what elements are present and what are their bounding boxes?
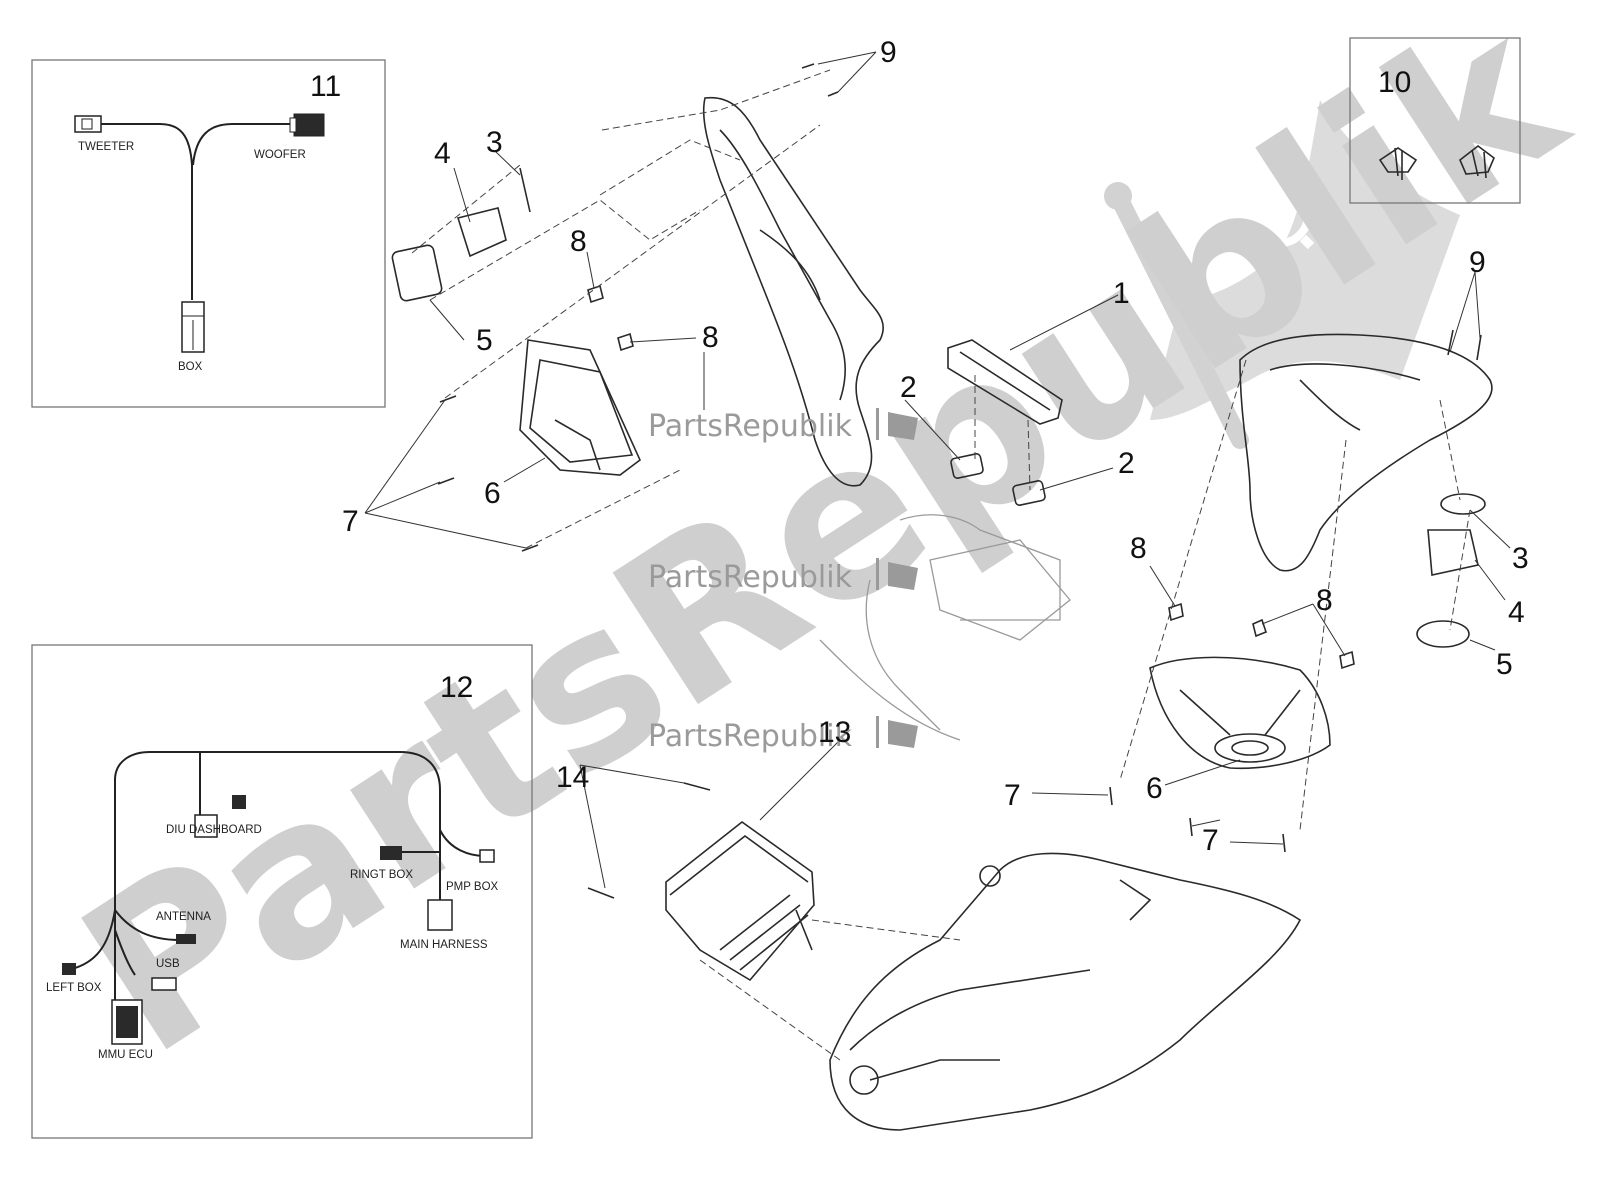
amplifier — [947, 339, 1063, 506]
callout-14: 14 — [556, 761, 589, 794]
label-pmp-box: PMP BOX — [446, 881, 499, 893]
right-fasteners — [1109, 329, 1482, 853]
frame-ghost — [819, 514, 1071, 741]
callout-1: 1 — [1113, 277, 1130, 310]
label-antenna: ANTENNA — [156, 911, 211, 923]
flag-icon — [1150, 100, 1460, 420]
label-mmu-ecu: MMU ECU — [98, 1049, 153, 1061]
label-woofer: WOOFER — [254, 149, 306, 161]
right-speaker — [1149, 656, 1331, 770]
callout-4-right: 4 — [1508, 596, 1525, 629]
callout-8-left-a: 8 — [570, 225, 587, 258]
callout-numbers: 9 4 3 8 5 8 6 7 1 2 2 9 8 3 8 4 5 13 6 7… — [342, 36, 1529, 857]
callout-7-right-a: 7 — [1004, 779, 1021, 812]
leader-lines — [364, 51, 1511, 889]
callout-9-right: 9 — [1469, 246, 1486, 279]
callout-11: 11 — [310, 70, 341, 103]
inset-12: 12 DIU DASHBOARD RINGT BOX PMP BOX ANTEN… — [31, 644, 533, 1139]
callout-13: 13 — [818, 716, 851, 749]
label-diu-dashboard: DIU DASHBOARD — [166, 824, 262, 836]
label-left-box: LEFT BOX — [46, 982, 102, 994]
left-screws — [437, 63, 839, 552]
watermark-big-text: PartsRepublik — [41, 0, 1600, 1103]
callout-4-left: 4 — [434, 137, 451, 170]
callout-7-right-b: 7 — [1202, 824, 1219, 857]
left-tweeter — [391, 167, 634, 352]
callout-12: 12 — [440, 671, 473, 704]
watermark-small: PartsRepublik PartsRepublik PartsRepubli… — [648, 408, 918, 754]
callout-3-left: 3 — [486, 126, 503, 159]
right-tweeter — [1416, 493, 1486, 648]
callout-6-right: 6 — [1146, 772, 1163, 805]
callout-6-left: 6 — [484, 477, 501, 510]
callout-3-right: 3 — [1512, 542, 1529, 575]
callout-2-a: 2 — [900, 371, 917, 404]
gear-icon — [1236, 171, 1324, 259]
callout-10: 10 — [1378, 66, 1411, 99]
label-usb: USB — [156, 958, 180, 970]
callout-5-right: 5 — [1496, 648, 1513, 681]
label-box: BOX — [178, 361, 203, 373]
watermark-small-3: PartsRepublik — [648, 719, 853, 754]
inset-11: 11 TWEETER WOOFER BOX — [31, 59, 386, 408]
callout-2-b: 2 — [1118, 447, 1135, 480]
rear-body — [829, 852, 1302, 1131]
watermark: PartsRepublik — [41, 0, 1600, 1103]
left-cover — [702, 96, 885, 487]
ecu-module — [587, 782, 815, 982]
left-speaker — [519, 339, 641, 476]
watermark-small-2: PartsRepublik — [648, 560, 853, 595]
callout-8-right-a: 8 — [1130, 532, 1147, 565]
callout-7-left: 7 — [342, 505, 359, 538]
callout-8-right-b: 8 — [1316, 584, 1333, 617]
watermark-small-1: PartsRepublik — [648, 409, 853, 444]
label-tweeter: TWEETER — [78, 141, 134, 153]
callout-9-top: 9 — [880, 36, 897, 69]
callout-8-left-b: 8 — [702, 321, 719, 354]
right-cover — [1239, 333, 1493, 572]
inset-10: 10 — [1349, 37, 1521, 204]
label-main-harness: MAIN HARNESS — [400, 939, 488, 951]
callout-5-left: 5 — [476, 324, 493, 357]
label-ringt-box: RINGT BOX — [350, 869, 413, 881]
